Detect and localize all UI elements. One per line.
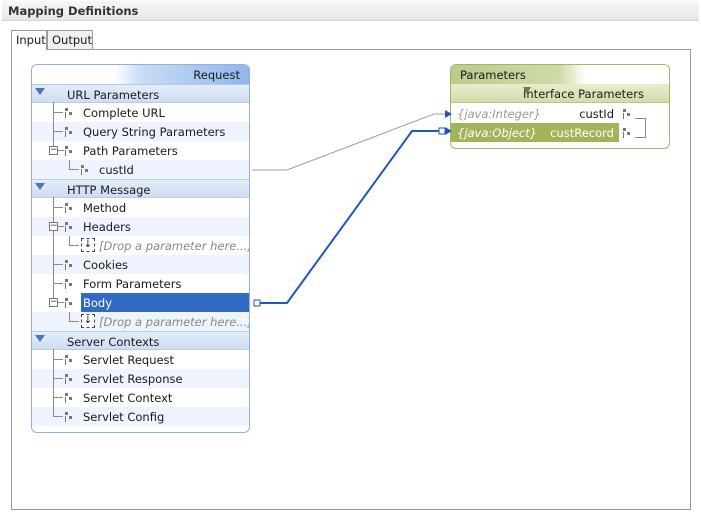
tree-item-label: custId <box>99 163 134 177</box>
tab-input[interactable]: Input <box>11 30 47 50</box>
param-row-custrecord[interactable]: {java:Object} custRecord <box>451 123 619 142</box>
tab-output-label: Output <box>52 33 92 47</box>
drop-placeholder-text: [Drop a parameter here...] <box>99 239 250 253</box>
parameters-panel[interactable]: Parameters Interface Parameters {java:In… <box>450 64 670 149</box>
collapse-arrow-icon[interactable] <box>35 183 45 190</box>
section-url-parameters-label: URL Parameters <box>67 88 160 102</box>
param-type: {java:Object} <box>457 126 538 140</box>
mapping-definitions-header: Mapping Definitions <box>2 1 699 21</box>
tree-item-label: Method <box>83 201 127 215</box>
collapse-minus-icon[interactable]: − <box>49 297 58 307</box>
tree-item-headers[interactable]: − Headers <box>32 217 249 236</box>
tree-item-label: Headers <box>83 220 131 234</box>
request-panel-title: Request <box>193 68 240 82</box>
window-title: Mapping Definitions <box>8 4 139 18</box>
tree-item-label: Query String Parameters <box>83 125 226 139</box>
drop-target-body[interactable]: ↓ [Drop a parameter here...] <box>32 312 249 331</box>
request-panel-header: Request <box>32 65 249 84</box>
tree-node-icon <box>65 127 75 137</box>
tree-node-icon <box>65 222 75 232</box>
tree-node-icon <box>65 260 75 270</box>
tree-item-path-parameters[interactable]: − Path Parameters <box>32 141 249 160</box>
drop-placeholder-text: [Drop a parameter here...] <box>99 315 250 329</box>
tree-item-label: Servlet Context <box>83 391 173 405</box>
tree-item-label: Servlet Response <box>83 372 183 386</box>
tree-item-servlet-context[interactable]: Servlet Context <box>32 388 249 407</box>
section-url-parameters[interactable]: URL Parameters <box>32 84 249 103</box>
section-http-message-label: HTTP Message <box>67 183 151 197</box>
param-name: custId <box>579 107 614 121</box>
tree-item-method[interactable]: Method <box>32 197 249 217</box>
tree-node-icon <box>65 393 75 403</box>
tree-node-icon <box>65 355 75 365</box>
tree-item-label: Form Parameters <box>83 277 182 291</box>
tree-item-form-parameters[interactable]: Form Parameters <box>32 274 249 293</box>
tree-item-label: Servlet Request <box>83 353 175 367</box>
tree-item-label: Servlet Config <box>83 410 165 424</box>
tree-node-icon <box>65 412 75 422</box>
drop-parameter-icon[interactable]: ↓ <box>81 238 95 252</box>
tree-node-icon <box>65 146 75 156</box>
parameters-panel-header: Parameters <box>451 65 669 84</box>
drop-parameter-icon[interactable]: ↓ <box>81 314 95 328</box>
interface-parameters-title: Interface Parameters <box>523 87 644 101</box>
interface-parameters-header[interactable]: Interface Parameters <box>451 84 669 103</box>
tree-node-icon <box>65 108 75 118</box>
tree-item-complete-url[interactable]: Complete URL <box>32 102 249 122</box>
mapping-connector-icon[interactable] <box>249 165 250 173</box>
tree-item-label: Body <box>83 296 113 310</box>
tree-item-label: Cookies <box>83 258 129 272</box>
tree-item-cookies[interactable]: Cookies <box>32 255 249 274</box>
tree-node-icon <box>623 109 633 119</box>
collapse-arrow-icon[interactable] <box>35 88 45 95</box>
tree-item-servlet-config[interactable]: Servlet Config <box>32 407 249 426</box>
tree-item-servlet-response[interactable]: Servlet Response <box>32 369 249 388</box>
tree-node-icon <box>623 128 633 138</box>
request-panel[interactable]: Request URL Parameters Complete URL Quer… <box>31 64 250 433</box>
tree-item-label: Complete URL <box>83 106 165 120</box>
tree-node-icon <box>81 165 91 175</box>
section-server-contexts-label: Server Contexts <box>67 335 160 349</box>
tree-node-icon <box>65 298 75 308</box>
collapse-arrow-icon[interactable] <box>35 335 45 342</box>
dropdown-arrow-icon[interactable] <box>523 87 531 94</box>
tab-output[interactable]: Output <box>47 30 93 49</box>
tab-input-label: Input <box>16 33 46 47</box>
tree-item-query-string-parameters[interactable]: Query String Parameters <box>32 122 249 141</box>
tree-item-body-container: − Body <box>32 293 249 312</box>
collapse-minus-icon[interactable]: − <box>49 145 58 155</box>
parameters-panel-title: Parameters <box>460 68 526 82</box>
section-http-message[interactable]: HTTP Message <box>32 179 249 198</box>
tree-node-icon <box>65 203 75 213</box>
drop-target-headers[interactable]: ↓ [Drop a parameter here...] <box>32 236 249 255</box>
tree-item-body[interactable]: Body <box>81 293 249 312</box>
param-row-custid[interactable]: {java:Integer} custId <box>451 104 619 123</box>
param-name: custRecord <box>550 126 614 140</box>
tree-item-custid[interactable]: custId <box>32 160 249 179</box>
tree-node-icon <box>65 374 75 384</box>
tree-item-label: Path Parameters <box>83 144 178 158</box>
param-type: {java:Integer} <box>457 107 541 121</box>
section-server-contexts[interactable]: Server Contexts <box>32 331 249 350</box>
tree-node-icon <box>65 279 75 289</box>
tree-item-servlet-request[interactable]: Servlet Request <box>32 349 249 369</box>
collapse-minus-icon[interactable]: − <box>49 221 58 231</box>
